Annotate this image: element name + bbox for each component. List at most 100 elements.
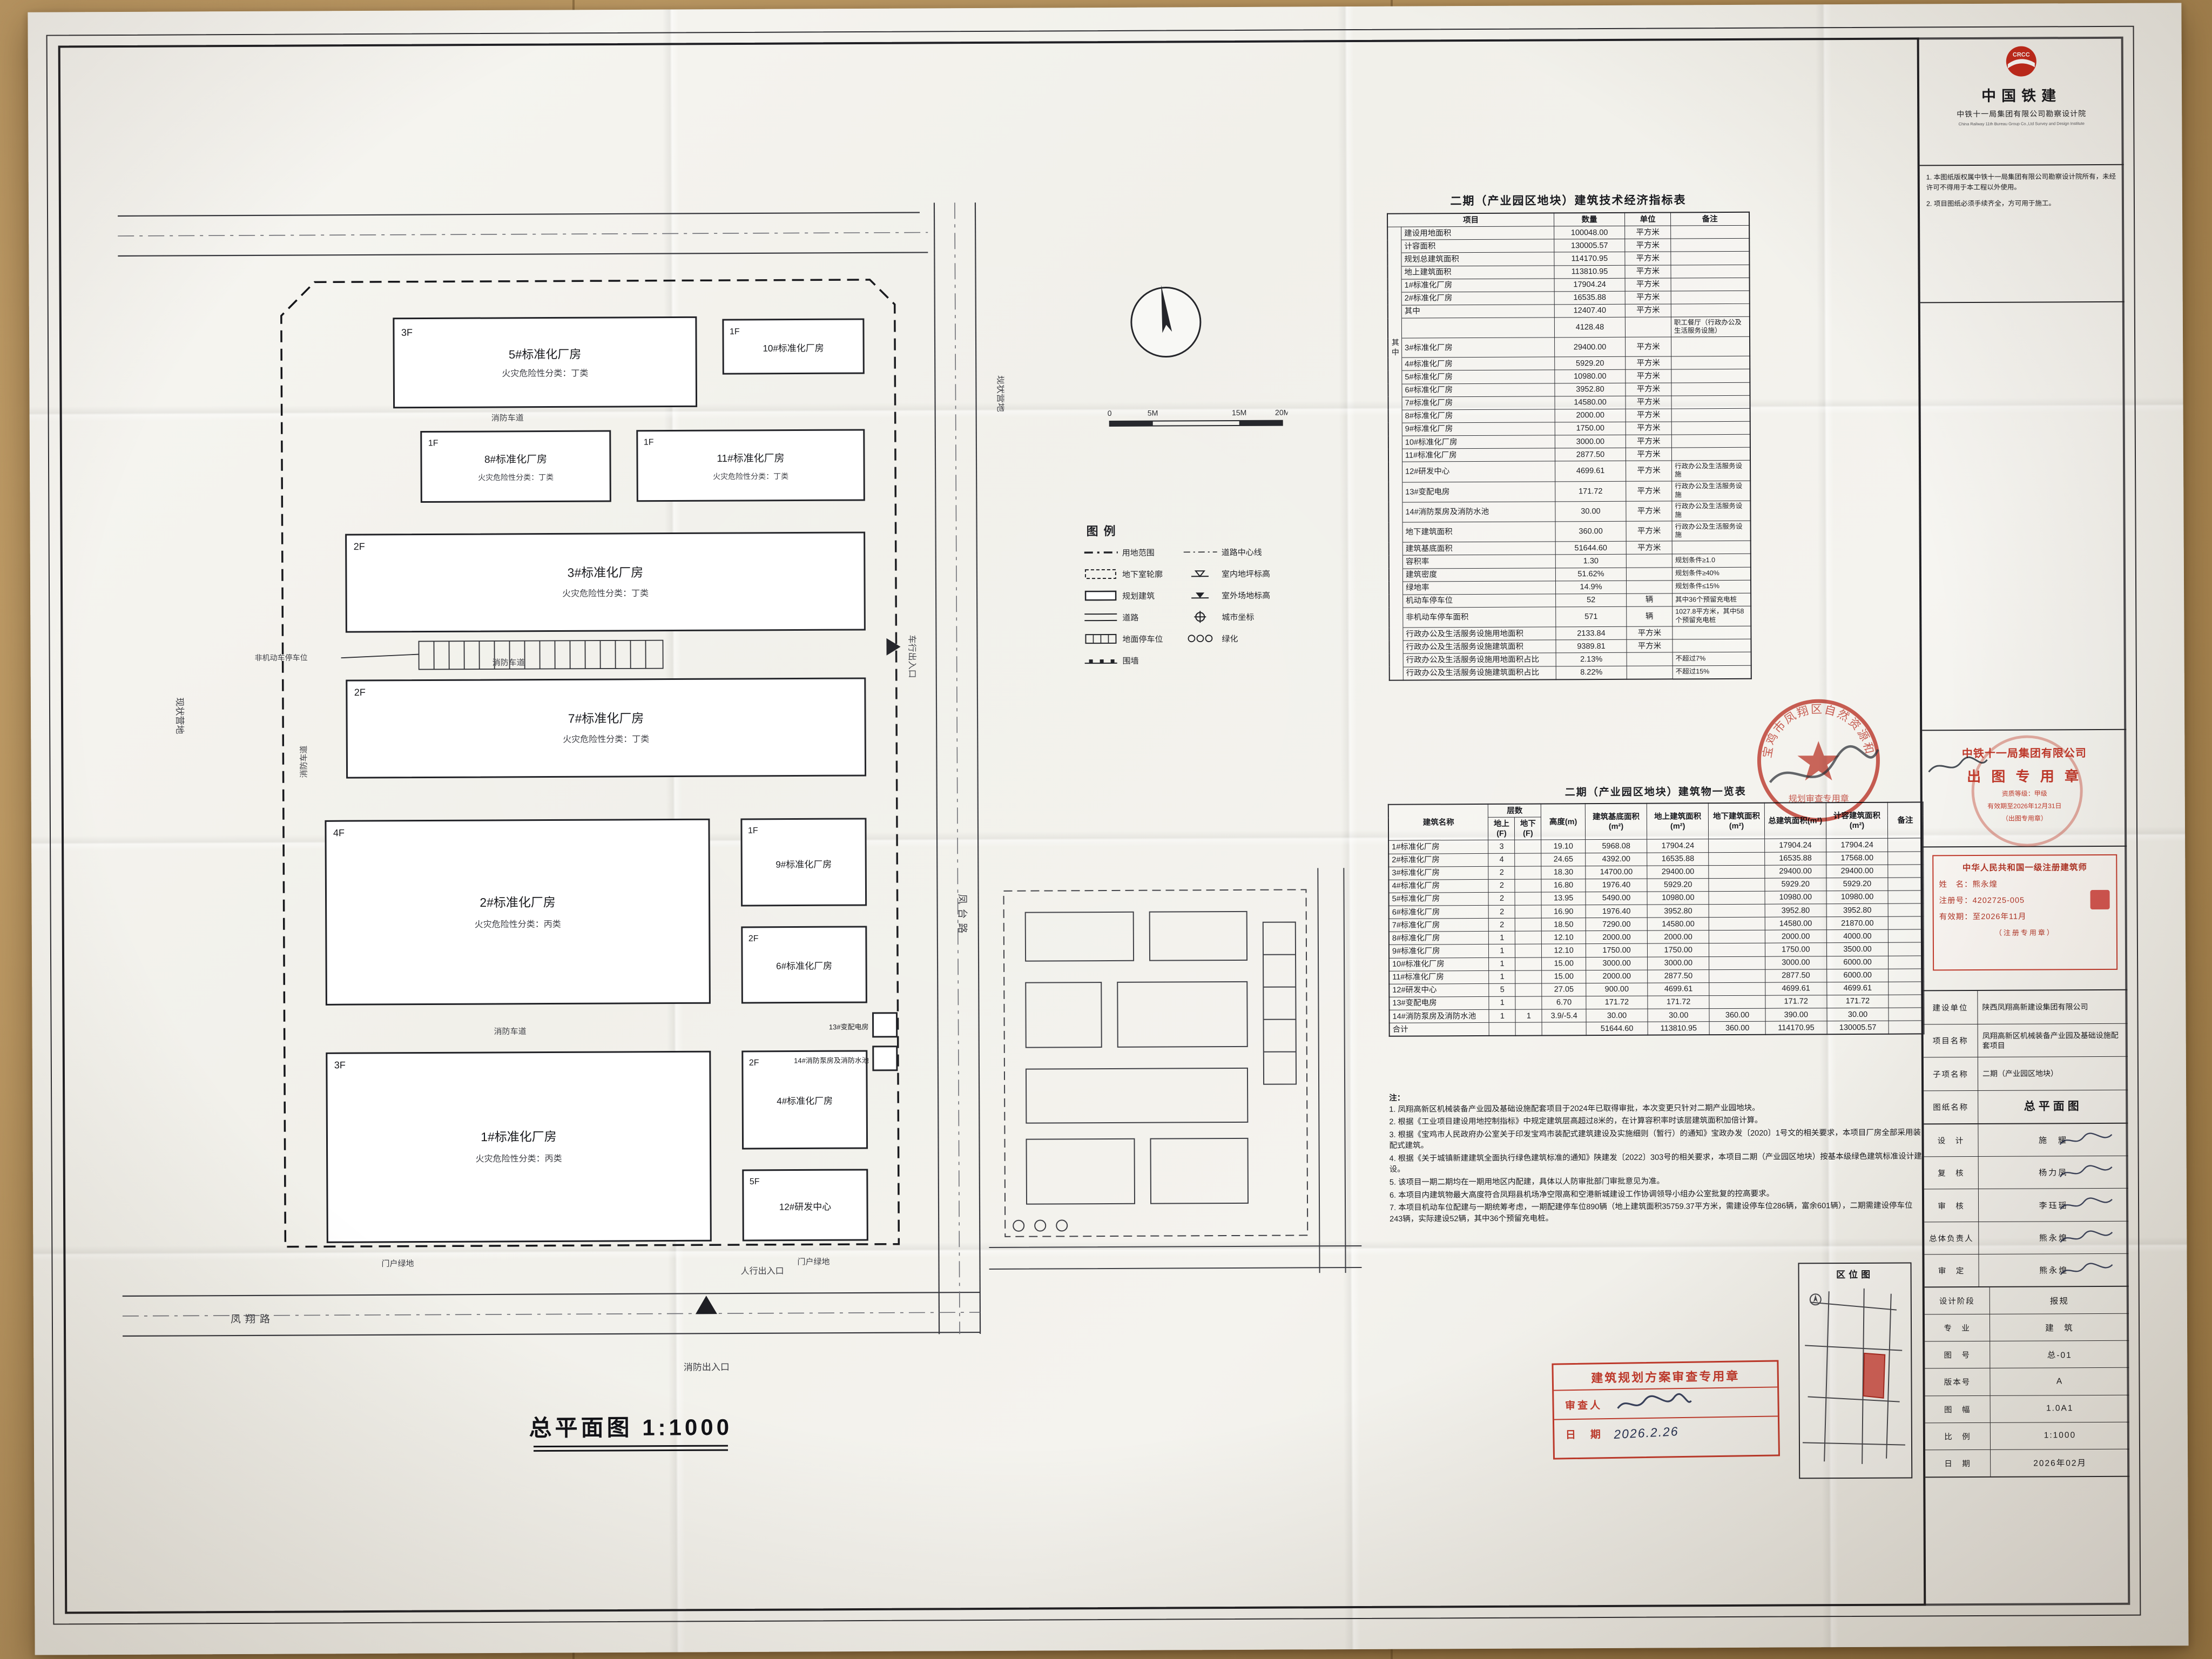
cell-item: 行政办公及生活服务设施建筑面积占比 xyxy=(1403,666,1556,680)
cell-name: 12#研发中心 xyxy=(1389,983,1489,997)
cell-floors-up: 2 xyxy=(1488,905,1515,919)
round-official-stamp: 宝鸡市凤翔区自然资源和规划局 规划审查专用章 xyxy=(1754,696,1880,822)
legend-label: 围墙 xyxy=(1122,656,1139,666)
cell-total-area: 2000.00 xyxy=(1765,929,1827,943)
cell-note: 1027.8平方米，其中58个预留充电桩 xyxy=(1672,606,1751,627)
svg-text:火灾危险性分类：丙类: 火灾危险性分类：丙类 xyxy=(476,1154,562,1164)
economic-table-row: 计容面积 130005.57 平方米 xyxy=(1387,238,1750,253)
svg-text:消防车道: 消防车道 xyxy=(494,1027,527,1036)
note-item: 6. 本项目内建筑物最大高度符合凤翔县机场净空限高和空港新城建设工作协调领导小组… xyxy=(1389,1189,1775,1200)
cell-unit: 平方米 xyxy=(1626,639,1673,653)
cell-group xyxy=(1388,383,1402,397)
cell-name: 1#标准化厂房 xyxy=(1388,840,1489,854)
cell-height: 6.70 xyxy=(1542,996,1586,1009)
field-label: 项目名称 xyxy=(1923,1024,1978,1057)
note-item: 3. 根据《宝鸡市人民政府办公室关于印发宝鸡市装配式建筑建设及实施细则（暂行）的… xyxy=(1389,1128,1921,1151)
cell-floors-down xyxy=(1515,918,1542,932)
cell-item: 地上建筑面积 xyxy=(1401,265,1555,279)
cell-total-area: 114170.95 xyxy=(1765,1021,1827,1035)
signature-scribble xyxy=(2060,1263,2113,1275)
personnel-label: 总体负责人 xyxy=(1924,1222,1979,1255)
cell-base-area: 1976.40 xyxy=(1585,878,1648,892)
svg-text:规划审查专用章: 规划审查专用章 xyxy=(1789,794,1849,804)
cell-capacity-area: 130005.57 xyxy=(1826,1021,1889,1035)
cell-unit: 平方米 xyxy=(1625,382,1672,396)
svg-text:现状营地: 现状营地 xyxy=(174,697,185,734)
svg-text:10#标准化厂房: 10#标准化厂房 xyxy=(763,343,824,353)
cell-note xyxy=(1888,929,1924,943)
cell-quantity: 360.00 xyxy=(1555,521,1627,542)
cell-quantity: 1750.00 xyxy=(1555,422,1626,435)
cell-unit: 平方米 xyxy=(1625,337,1671,357)
cell-capacity-area: 3500.00 xyxy=(1826,942,1889,956)
meta-label: 比 例 xyxy=(1925,1422,1991,1450)
cell-unit: 辆 xyxy=(1626,606,1673,627)
cell-item: 6#标准化厂房 xyxy=(1401,383,1555,397)
cell-base-area: 5490.00 xyxy=(1585,892,1648,905)
cell-note: 行政办公及生活服务设施 xyxy=(1671,501,1751,521)
cell-name: 6#标准化厂房 xyxy=(1388,905,1489,919)
cell-unit: 平方米 xyxy=(1625,369,1671,383)
note-item: 4. 根据《关于城镇新建建筑全面执行绿色建筑标准的通知》陕建发〔2022〕303… xyxy=(1389,1152,1922,1175)
cell-floors-down xyxy=(1514,840,1542,853)
cell-quantity: 3952.80 xyxy=(1554,382,1626,396)
site-plan: 3F 5#标准化厂房 火灾危险性分类：丁类 1F 10#标准化厂房 1F 8#标… xyxy=(118,203,1006,1452)
cell-below-area xyxy=(1709,982,1765,996)
cell-name: 10#标准化厂房 xyxy=(1389,957,1489,971)
cell-height: 16.90 xyxy=(1541,905,1586,919)
plan-title: 总平面图 1:1000 xyxy=(529,1414,732,1452)
cell-height: 15.00 xyxy=(1541,957,1586,970)
svg-text:火灾危险性分类：丁类: 火灾危险性分类：丁类 xyxy=(502,368,588,379)
cell-floors-up: 5 xyxy=(1489,983,1516,997)
architect-red-seal xyxy=(2090,889,2110,910)
cell-name: 11#标准化厂房 xyxy=(1389,970,1489,984)
cell-below-area xyxy=(1709,956,1765,970)
cell-item: 其中 xyxy=(1401,304,1555,319)
personnel-label: 审 定 xyxy=(1924,1254,1979,1287)
cell-floors-up: 2 xyxy=(1488,892,1515,906)
cell-unit: 平方米 xyxy=(1626,501,1673,522)
field-value: 二期（产业园区地块） xyxy=(1982,1069,2059,1078)
company-name: 中铁十一局集团有限公司勘察设计院 xyxy=(1957,109,2087,119)
cell-total-area: 4699.61 xyxy=(1765,982,1827,996)
project-field-row: 建设单位 陕西凤翔高新建设集团有限公司 xyxy=(1923,990,2128,1024)
review-stamp-title: 建筑规划方案审查专用章 xyxy=(1553,1361,1778,1391)
cell-total-area: 1750.00 xyxy=(1765,943,1827,956)
cell-unit: 平方米 xyxy=(1624,265,1671,278)
legend-symbol-road xyxy=(1084,613,1117,622)
cell-quantity: 16535.88 xyxy=(1554,291,1626,305)
cell-note xyxy=(1889,1007,1924,1021)
cell-floors-up: 1 xyxy=(1489,970,1516,984)
cell-note xyxy=(1671,421,1750,435)
economic-table-row: 12#研发中心 4699.61 平方米 行政办公及生活服务设施 xyxy=(1388,460,1751,482)
cell-above-area: 3952.80 xyxy=(1647,904,1709,918)
cell-item: 行政办公及生活服务设施用地面积 xyxy=(1402,627,1556,641)
cell-capacity-area: 6000.00 xyxy=(1826,968,1889,982)
svg-text:门户绿地: 门户绿地 xyxy=(381,1259,414,1269)
cell-note xyxy=(1670,225,1750,239)
location-map-title: 区位图 xyxy=(1836,1269,1874,1280)
cell-note: 不超过15% xyxy=(1673,665,1751,679)
cell-group xyxy=(1388,522,1403,543)
cell-note xyxy=(1671,336,1750,357)
cell-item: 3#标准化厂房 xyxy=(1401,338,1555,358)
svg-text:非机动车停车位: 非机动车停车位 xyxy=(255,653,308,662)
cell-unit xyxy=(1625,316,1671,338)
architect-registration-stamp: 中华人民共和国一级注册建筑师 姓 名：熊永煌 注册号：4202725-005 有… xyxy=(1932,854,2118,971)
cell-below-area xyxy=(1709,930,1765,944)
field-label: 图纸名称 xyxy=(1924,1090,1979,1124)
bike-parking-strip xyxy=(341,639,664,670)
cell-below-area xyxy=(1709,865,1765,879)
cell-note xyxy=(1887,851,1924,865)
header-cell: 高度(m) xyxy=(1541,804,1586,840)
cell-note xyxy=(1671,408,1750,422)
cell-name: 7#标准化厂房 xyxy=(1388,918,1489,932)
cell-floors-up: 1 xyxy=(1488,931,1515,945)
cell-below-area xyxy=(1709,943,1765,957)
header-cell: 地上(F) xyxy=(1488,817,1515,840)
title-block: CRCC 中国铁建 中铁十一局集团有限公司勘察设计院 China Railway… xyxy=(1917,36,2130,1606)
cell-name: 8#标准化厂房 xyxy=(1388,931,1489,945)
cell-note xyxy=(1671,447,1751,461)
economic-table-row: 其中 12407.40 平方米 xyxy=(1387,304,1750,319)
svg-text:消防出入口: 消防出入口 xyxy=(684,1362,730,1372)
